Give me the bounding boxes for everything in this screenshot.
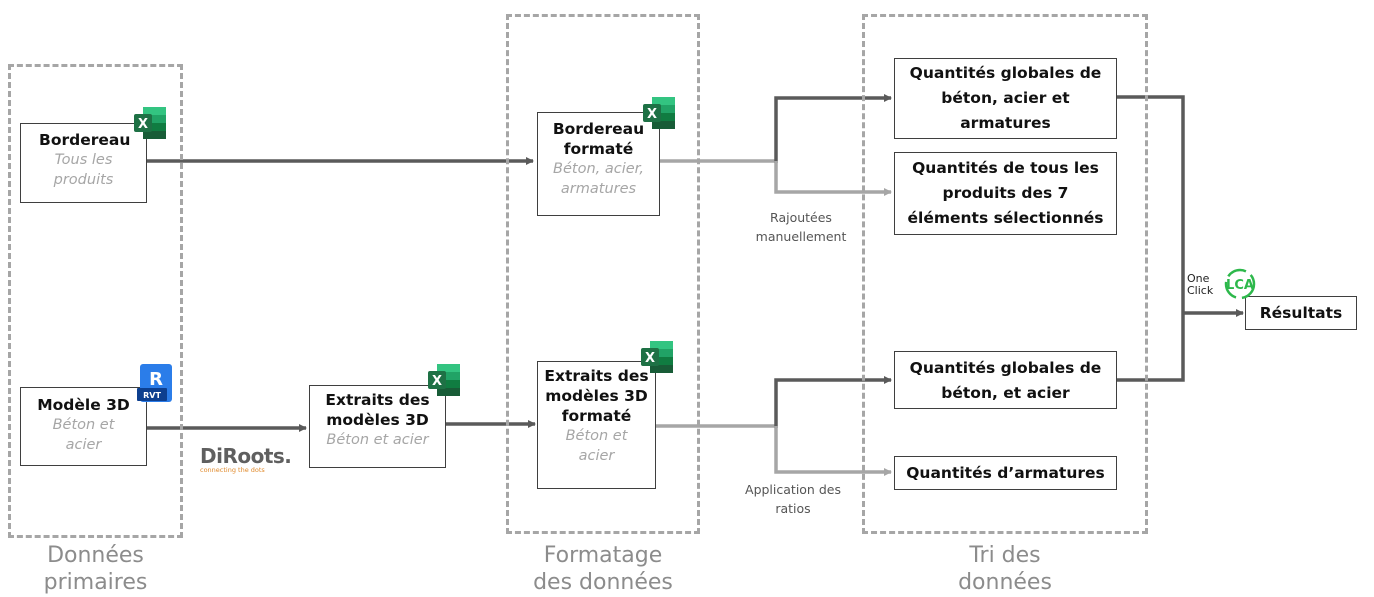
node-text: éléments sélectionnés	[907, 209, 1104, 227]
note-line: manuellement	[755, 229, 847, 244]
node-subtitle: Béton et	[565, 428, 628, 444]
node-subtitle: acier	[65, 437, 102, 453]
node-bordereau[interactable]: Bordereau Tous les produits	[20, 123, 147, 203]
node-resultats[interactable]: Résultats	[1245, 296, 1357, 330]
group-donnees-primaires	[8, 64, 183, 538]
node-subtitle: Béton, acier,	[553, 161, 644, 177]
node-title: Bordereau	[552, 120, 645, 138]
svg-text:R: R	[149, 369, 163, 390]
excel-icon: X	[641, 341, 673, 373]
note-line: Application des	[745, 482, 841, 497]
note-line: Rajoutées	[770, 210, 832, 225]
excel-icon: X	[134, 107, 166, 139]
group-label-line: Formatage	[543, 543, 663, 568]
node-title: modèles 3D	[326, 411, 429, 429]
node-extraits-formate[interactable]: Extraits des modèles 3D formaté Béton et…	[537, 361, 656, 489]
group-label-donnees-primaires: Données primaires	[8, 542, 183, 596]
node-title: modèles 3D	[545, 387, 648, 405]
svg-text:One: One	[1187, 272, 1210, 285]
arrow-to-quantites-globales-2	[774, 376, 892, 428]
svg-text:RVT: RVT	[143, 391, 161, 400]
node-bordereau-formate[interactable]: Bordereau formaté Béton, acier, armature…	[537, 112, 660, 216]
node-text: Quantités globales de	[909, 359, 1102, 377]
node-title: formaté	[561, 407, 632, 425]
note-line: ratios	[775, 501, 811, 516]
one-click-lca-logo: One Click LCA	[1187, 268, 1256, 300]
node-text: Quantités de tous les	[912, 159, 1099, 177]
group-formatage	[506, 14, 700, 534]
node-subtitle: Béton et	[52, 417, 115, 433]
group-tri	[862, 14, 1148, 534]
node-title: Extraits des	[325, 391, 430, 409]
excel-icon: X	[643, 97, 675, 129]
svg-text:X: X	[432, 374, 442, 389]
node-title: formaté	[563, 140, 634, 158]
group-label-line: données	[958, 570, 1052, 595]
group-label-line: primaires	[43, 570, 148, 595]
node-text: Quantités d’armatures	[906, 464, 1105, 482]
node-title: Modèle 3D	[37, 396, 130, 414]
arrow-to-quantites-armatures	[774, 426, 892, 476]
node-subtitle: acier	[578, 448, 615, 464]
svg-text:X: X	[647, 107, 657, 122]
svg-text:X: X	[645, 351, 655, 366]
group-label-line: Tri des	[969, 543, 1041, 568]
node-text: Résultats	[1259, 304, 1343, 322]
note-rajoutees-manuellement: Rajoutées manuellement	[745, 208, 857, 246]
node-subtitle: Tous les	[54, 152, 113, 168]
node-subtitle: Béton et acier	[326, 432, 429, 448]
node-title: Bordereau	[39, 131, 131, 149]
node-subtitle: armatures	[560, 181, 637, 197]
svg-text:X: X	[138, 117, 148, 132]
note-application-ratios: Application des ratios	[733, 480, 853, 518]
group-label-line: Données	[47, 543, 144, 568]
node-modele-3d[interactable]: Modèle 3D Béton et acier	[20, 387, 147, 466]
svg-text:Click: Click	[1187, 284, 1214, 297]
excel-icon: X	[428, 364, 460, 396]
node-text: produits des 7	[942, 184, 1069, 202]
node-extraits[interactable]: Extraits des modèles 3D Béton et acier	[309, 385, 446, 468]
group-label-line: des données	[533, 570, 673, 595]
node-quantites-globales-beton-acier-armatures[interactable]: Quantités globales de béton, acier et ar…	[894, 58, 1117, 139]
node-quantites-tous-produits[interactable]: Quantités de tous les produits des 7 élé…	[894, 152, 1117, 235]
node-quantites-armatures[interactable]: Quantités d’armatures	[894, 456, 1117, 490]
arrow-to-quantites-globales-1	[774, 94, 892, 163]
group-label-formatage: Formatage des données	[494, 542, 712, 596]
node-text: béton, acier et	[941, 89, 1070, 107]
node-title: Extraits des	[544, 367, 649, 385]
diroots-tagline: connecting the dots	[200, 466, 265, 474]
diroots-logo: DiRoots. connecting the dots	[200, 444, 292, 474]
node-text: armatures	[960, 114, 1051, 132]
node-quantites-globales-beton-acier[interactable]: Quantités globales de béton, et acier	[894, 351, 1117, 409]
diroots-name: DiRoots.	[200, 444, 292, 468]
group-label-tri: Tri des données	[862, 542, 1148, 596]
node-text: Quantités globales de	[909, 64, 1102, 82]
connector-q1-to-results	[1117, 95, 1185, 382]
node-text: béton, et acier	[941, 384, 1070, 402]
node-subtitle: produits	[53, 172, 114, 188]
arrow-to-quantites-tous	[774, 161, 892, 196]
svg-text:LCA: LCA	[1226, 278, 1254, 293]
revit-icon: R RVT	[137, 364, 172, 402]
